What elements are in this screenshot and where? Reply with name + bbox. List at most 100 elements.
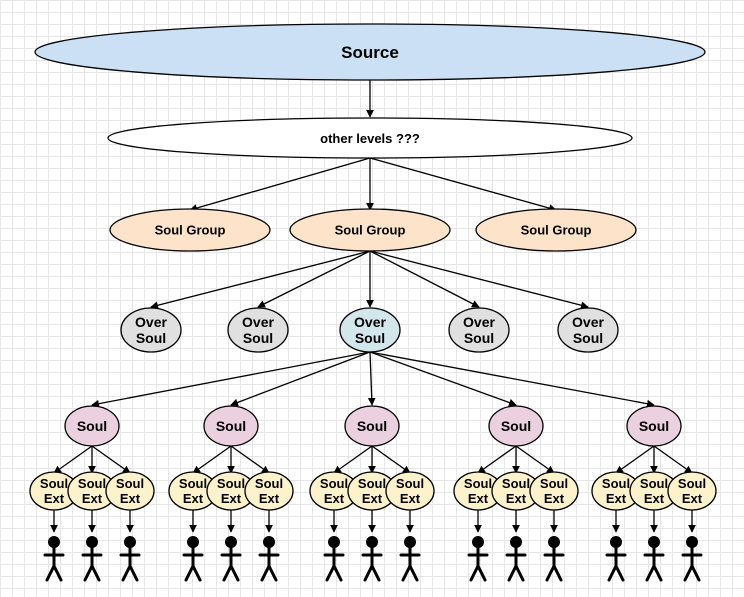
soul-ext-node-label: Soul [40, 476, 68, 491]
other-levels-node[interactable]: other levels ??? [107, 117, 633, 159]
soul-ext-node-shape [244, 471, 294, 511]
arrow [150, 250, 371, 310]
arrow [91, 445, 131, 474]
connector-arrows [50, 80, 696, 533]
soul-ext-node-label: Ext [400, 491, 421, 506]
soul-group-node-label: Soul Group [335, 223, 406, 238]
stick-figure-icon [81, 536, 103, 582]
soul-node-shape [626, 405, 682, 447]
other-levels-ellipse [107, 117, 633, 159]
stick-figure-icon [43, 536, 65, 582]
soul-ext-node-label: Soul [217, 476, 245, 491]
soul-node[interactable]: Soul [64, 405, 120, 447]
soul-node[interactable]: Soul [626, 405, 682, 447]
arrow [189, 157, 371, 212]
soul-node-label: Soul [501, 418, 531, 434]
over-soul-node-shape [448, 307, 510, 353]
arrow [91, 351, 371, 408]
over-soul-node-label: Soul [136, 330, 166, 346]
over-soul-node-label: Soul [464, 330, 494, 346]
other-levels-label: other levels ??? [320, 131, 420, 146]
soul-ext-node-label: Ext [606, 491, 627, 506]
soul-node-shape [488, 405, 544, 447]
soul-ext-node-label: Soul [396, 476, 424, 491]
soul-ext-node-label: Ext [259, 491, 280, 506]
arrow [369, 250, 480, 308]
soul-node-shape [64, 405, 120, 447]
soul-group-node[interactable]: Soul Group [109, 208, 271, 252]
stick-figure-icon [605, 536, 627, 582]
people-row [43, 536, 703, 582]
soul-ext-node-label: Ext [183, 491, 204, 506]
soul-ext-node-label: Ext [468, 491, 489, 506]
stick-figure-icon [119, 536, 141, 582]
soul-node-shape [203, 405, 259, 447]
stick-figure-icon [505, 536, 527, 582]
over-soul-node-label: Over [242, 314, 274, 330]
over-soul-node-shape [120, 307, 182, 353]
soul-ext-node-label: Soul [602, 476, 630, 491]
source-label: Source [341, 43, 399, 62]
soul-ext-node-label: Ext [324, 491, 345, 506]
arrow [515, 445, 555, 474]
soul-ext-node-label: Soul [640, 476, 668, 491]
soul-node[interactable]: Soul [344, 405, 400, 447]
soul-ext-node-shape [667, 471, 717, 511]
soul-node-label: Soul [357, 418, 387, 434]
soul-node-label: Soul [216, 418, 246, 434]
arrow [477, 445, 517, 474]
arrow [333, 445, 373, 474]
arrow [367, 351, 376, 406]
soul-group-node[interactable]: Soul Group [289, 208, 451, 252]
soul-group-node-shape [289, 208, 451, 252]
soul-node-label: Soul [77, 418, 107, 434]
soul-node[interactable]: Soul [203, 405, 259, 447]
soul-ext-node-label: Soul [78, 476, 106, 491]
soul-group-node-label: Soul Group [521, 223, 592, 238]
soul-ext-node-label: Ext [544, 491, 565, 506]
soul-ext-node-shape [105, 471, 155, 511]
arrow [371, 445, 411, 474]
soul-ext-node-label: Ext [82, 491, 103, 506]
stick-figure-icon [220, 536, 242, 582]
over-soul-node-label: Soul [573, 330, 603, 346]
soul-group-node-shape [109, 208, 271, 252]
soul-ext-node-label: Ext [44, 491, 65, 506]
stick-figure-icon [399, 536, 421, 582]
over-soul-node-label: Over [463, 314, 495, 330]
arrow [230, 351, 371, 407]
soul-ext-node-label: Ext [682, 491, 703, 506]
source-node[interactable]: Source [34, 23, 706, 81]
soul-node[interactable]: Soul [488, 405, 544, 447]
soul-group-node[interactable]: Soul Group [475, 208, 637, 252]
arrow [653, 445, 693, 474]
soul-group-row: Soul Group Soul Group Soul Group [109, 208, 637, 252]
soul-ext-node-shape [385, 471, 435, 511]
over-soul-node-label: Soul [355, 330, 385, 346]
soul-ext-node-label: Ext [644, 491, 665, 506]
source-ellipse [34, 23, 706, 81]
arrow [230, 445, 270, 474]
soul-ext-node-label: Soul [179, 476, 207, 491]
soul-ext-node-label: Ext [221, 491, 242, 506]
